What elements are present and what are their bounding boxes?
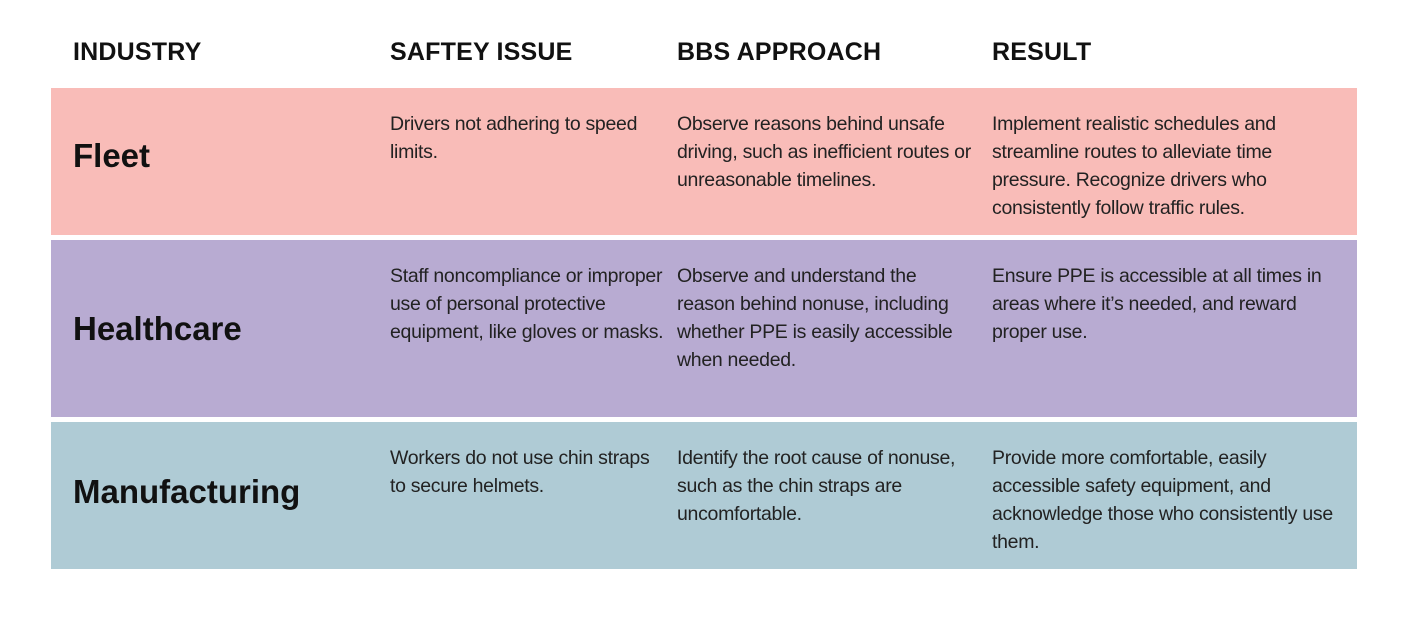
industry-label: Manufacturing xyxy=(73,473,301,510)
safety-issue-cell: Workers do not use chin straps to secure… xyxy=(390,447,650,497)
table-row-healthcare: Healthcare Staff noncompliance or improp… xyxy=(51,240,1357,417)
table-row-manufacturing: Manufacturing Workers do not use chin st… xyxy=(51,422,1357,569)
bbs-approach-cell: Observe and understand the reason behind… xyxy=(677,265,953,371)
table-row-fleet: Fleet Drivers not adhering to speed limi… xyxy=(51,88,1357,235)
bbs-approach-cell: Observe reasons behind unsafe driving, s… xyxy=(677,113,971,191)
result-cell: Provide more comfortable, easily accessi… xyxy=(992,447,1333,553)
safety-issue-cell: Staff noncompliance or improper use of p… xyxy=(390,265,664,343)
industry-label: Healthcare xyxy=(73,310,242,347)
header-safety-issue: SAFTEY ISSUE xyxy=(390,38,573,66)
header-bbs-approach: BBS APPROACH xyxy=(677,38,882,66)
result-cell: Ensure PPE is accessible at all times in… xyxy=(992,265,1322,343)
bbs-approach-cell: Identify the root cause of nonuse, such … xyxy=(677,447,956,525)
safety-issue-cell: Drivers not adhering to speed limits. xyxy=(390,113,638,163)
header-industry: INDUSTRY xyxy=(73,38,202,66)
table-header-row: INDUSTRY SAFTEY ISSUE BBS APPROACH RESUL… xyxy=(51,38,1357,78)
result-cell: Implement realistic schedules and stream… xyxy=(992,113,1276,219)
industry-label: Fleet xyxy=(73,137,151,174)
header-result: RESULT xyxy=(992,38,1092,66)
